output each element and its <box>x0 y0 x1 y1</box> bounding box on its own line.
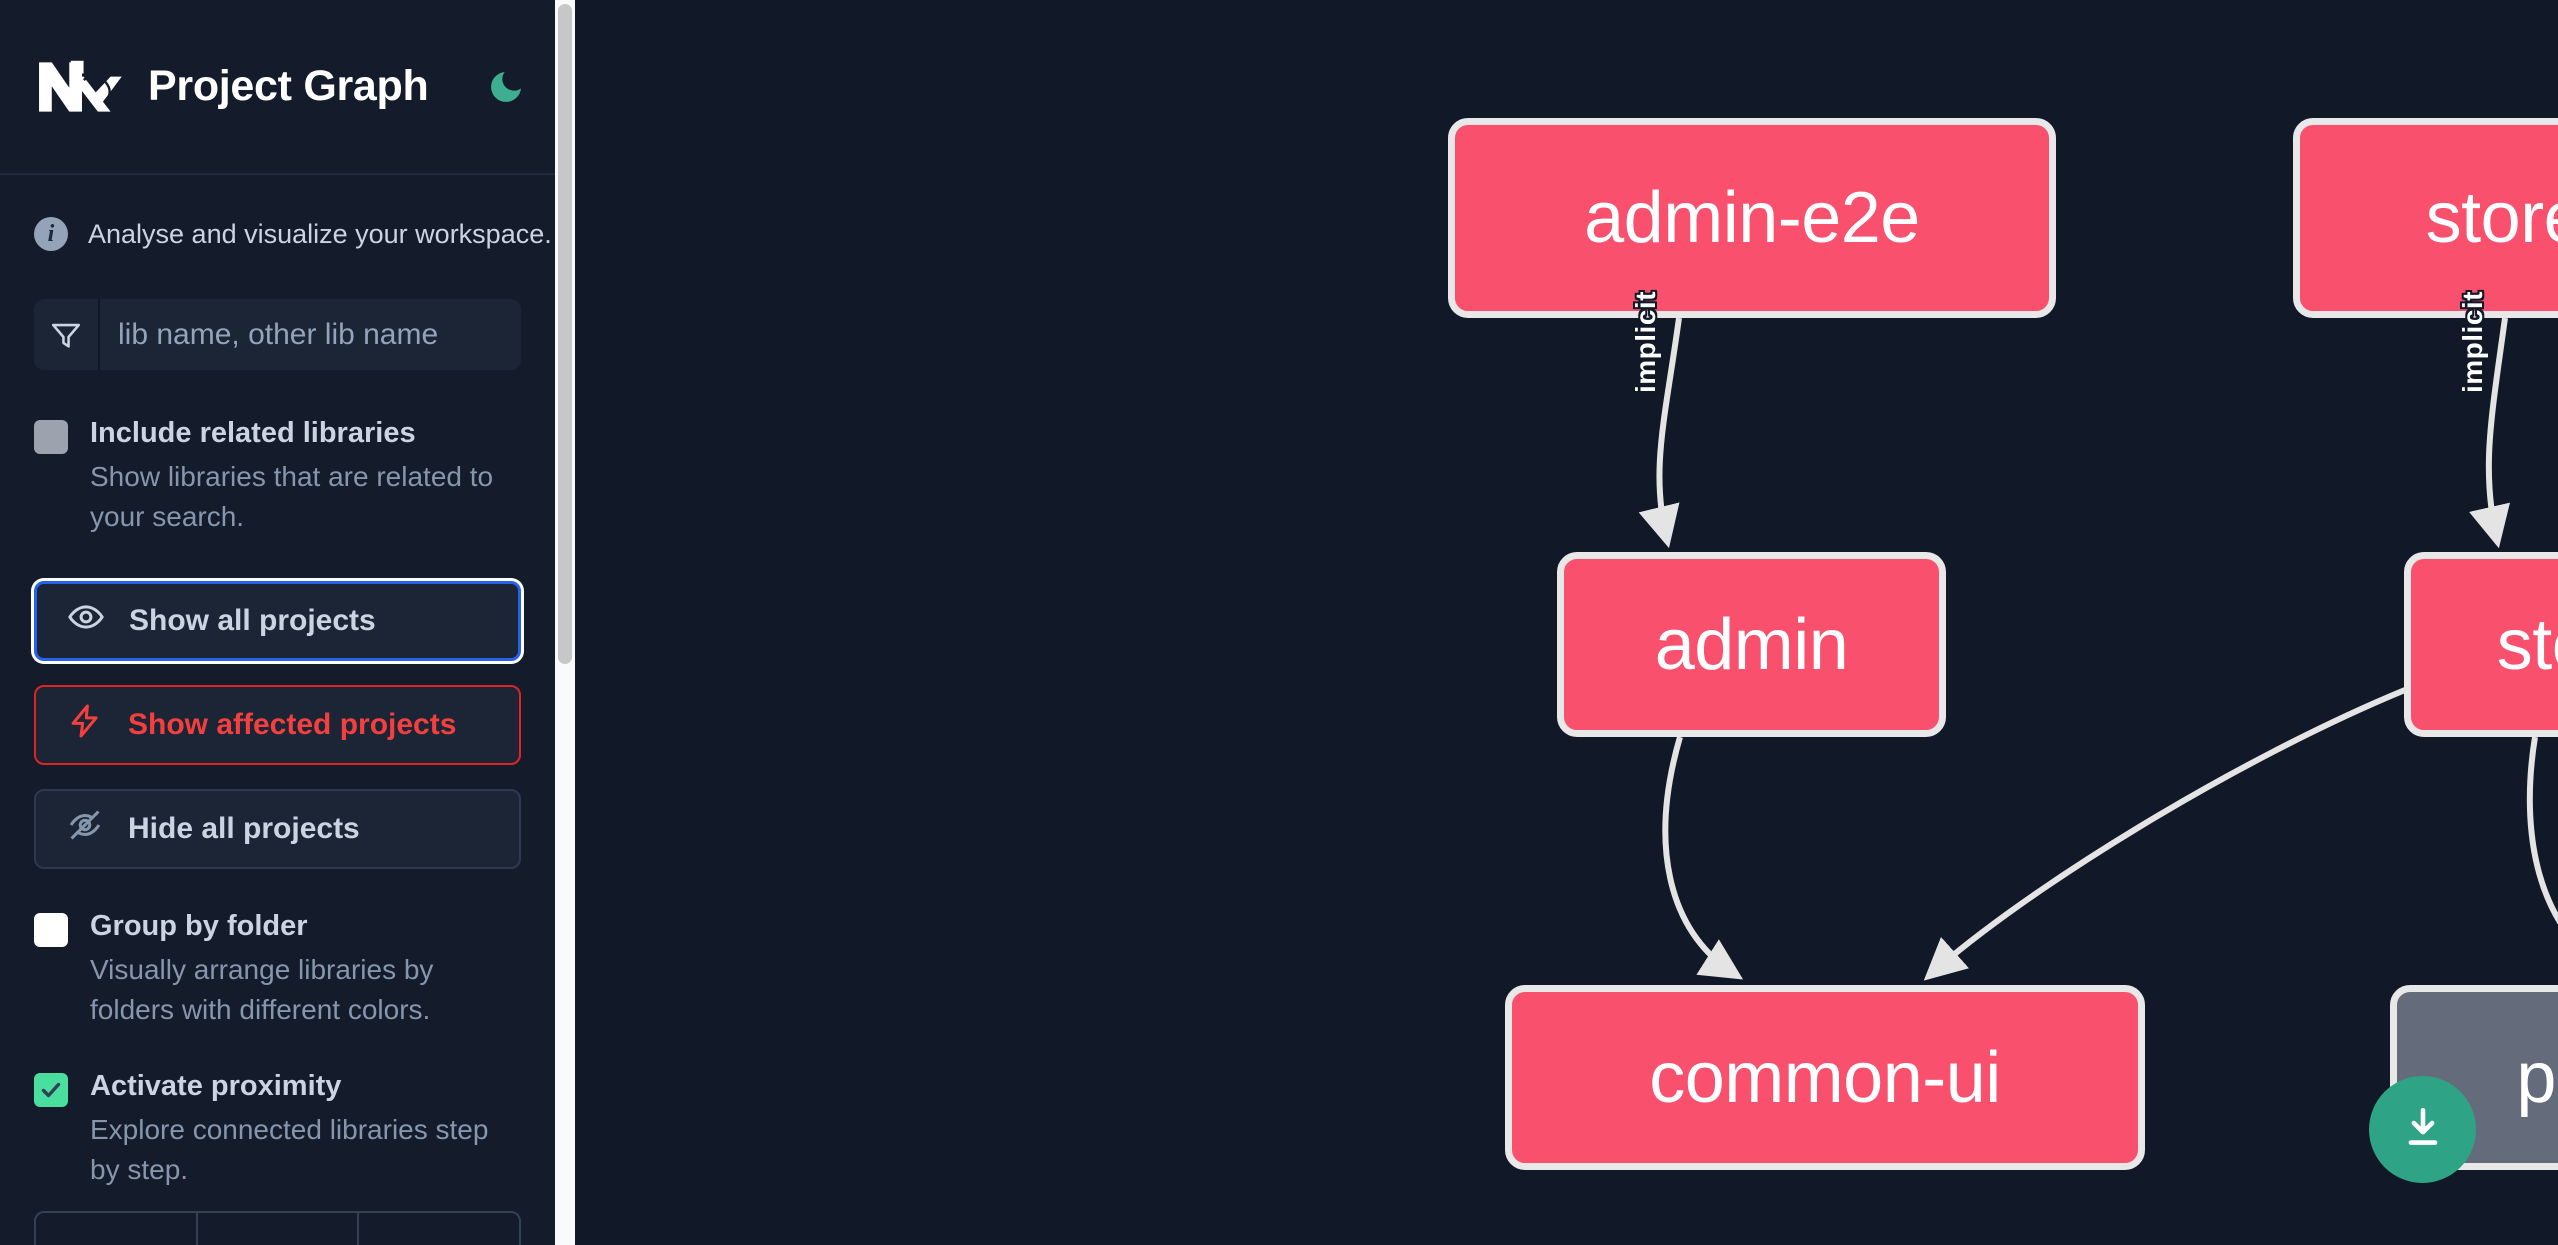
include-related-libraries-label: Include related libraries <box>90 417 416 449</box>
show-affected-projects-label: Show affected projects <box>128 707 457 741</box>
edge-admin-e2e-to-admin <box>1638 317 1682 549</box>
info-icon: i <box>34 217 68 251</box>
nx-logo-icon <box>34 56 122 118</box>
tagline-text: Analyse and visualize your workspace. <box>88 218 552 249</box>
segmented-control-option-2[interactable] <box>198 1213 360 1245</box>
segmented-control-option-1[interactable] <box>36 1213 198 1245</box>
include-related-libraries-checkbox[interactable] <box>34 420 68 454</box>
graph-node-store-e2e[interactable]: store-e2e <box>2293 118 2558 318</box>
graph-node-store[interactable]: store <box>2404 552 2558 737</box>
sidebar-scrollbar-thumb[interactable] <box>558 4 572 664</box>
checkbox-row-group-by-folder[interactable]: Group by folder Visually arrange librari… <box>0 907 555 1030</box>
graph-node-label: admin-e2e <box>1584 178 1920 258</box>
group-by-folder-description: Visually arrange libraries by folders wi… <box>90 953 434 1025</box>
filter-box[interactable] <box>34 299 521 370</box>
include-related-libraries-description: Show libraries that are related to your … <box>90 461 494 532</box>
visibility-button-group: Show all projects Show affected projects <box>0 580 555 869</box>
lightning-bolt-icon <box>66 702 104 748</box>
edge-store-to-common-ui <box>1923 687 2407 981</box>
activate-proximity-label: Activate proximity <box>90 1070 342 1103</box>
show-affected-projects-button[interactable]: Show affected projects <box>34 684 521 765</box>
activate-proximity-checkbox[interactable] <box>34 1073 68 1108</box>
filter-row <box>0 251 555 370</box>
edge-store-to-products <box>2526 736 2558 925</box>
edge-admin-to-common-ui <box>1662 736 1744 980</box>
show-all-projects-label: Show all projects <box>129 603 376 637</box>
sidebar-tagline: i Analyse and visualize your workspace. <box>0 175 555 251</box>
checkbox-row-include-related-libraries[interactable]: Include related libraries Show libraries… <box>0 414 555 537</box>
segmented-control-option-3[interactable] <box>359 1213 519 1245</box>
search-input[interactable] <box>100 299 521 370</box>
graph-node-label: products <box>2516 1037 2558 1118</box>
hide-all-projects-label: Hide all projects <box>128 811 360 845</box>
graph-node-label: store-e2e <box>2425 178 2558 258</box>
checkbox-row-activate-proximity[interactable]: Activate proximity Explore connected lib… <box>0 1067 555 1190</box>
sidebar-header: Project Graph <box>0 0 555 175</box>
graph-node-label: common-ui <box>1649 1037 2001 1118</box>
sidebar: Project Graph i Analyse and visualize yo… <box>0 0 575 1245</box>
eye-icon <box>67 598 105 644</box>
graph-node-common-ui[interactable]: common-ui <box>1505 985 2145 1170</box>
graph-edges <box>1638 317 2558 981</box>
hide-all-projects-button[interactable]: Hide all projects <box>34 788 521 869</box>
sidebar-content: Project Graph i Analyse and visualize yo… <box>0 0 555 1245</box>
group-by-folder-label: Group by folder <box>90 909 308 942</box>
graph-node-admin-e2e[interactable]: admin-e2e <box>1448 118 2056 318</box>
graph-node-label: admin <box>1654 604 1849 685</box>
graph-node-admin[interactable]: admin <box>1557 552 1946 737</box>
sidebar-scrollbar[interactable] <box>555 0 575 1245</box>
funnel-icon <box>34 299 100 370</box>
moon-icon[interactable] <box>486 64 526 110</box>
edge-store-e2e-to-store <box>2469 317 2510 549</box>
download-graph-button[interactable] <box>2369 1076 2476 1183</box>
show-all-projects-button[interactable]: Show all projects <box>34 580 521 661</box>
group-by-folder-checkbox[interactable] <box>34 912 68 947</box>
page-title: Project Graph <box>148 62 429 110</box>
activate-proximity-description: Explore connected libraries step by step… <box>90 1114 489 1186</box>
eye-off-icon <box>66 806 104 852</box>
segmented-control[interactable] <box>34 1211 521 1245</box>
graph-canvas[interactable]: admin-e2e store-e2e admin store common-u… <box>575 0 2558 1245</box>
graph-node-label: store <box>2496 604 2558 685</box>
download-icon <box>2398 1103 2448 1156</box>
